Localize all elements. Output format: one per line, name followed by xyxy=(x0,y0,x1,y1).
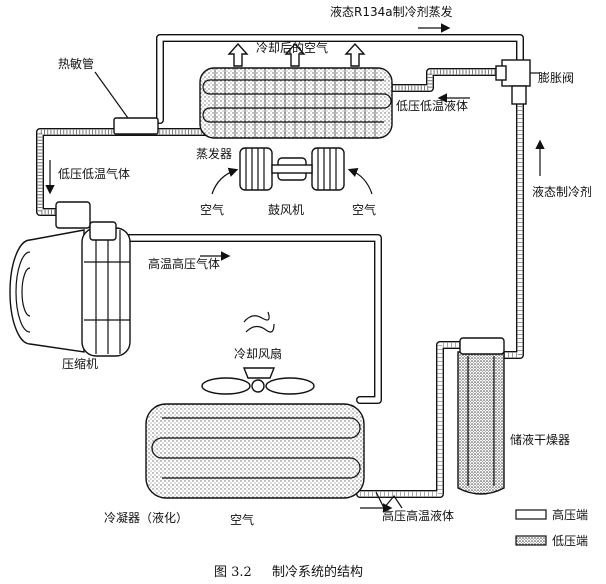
label-high-liquid: 高压高温液体 xyxy=(382,508,454,523)
label-air-left: 空气 xyxy=(200,202,224,217)
cooling-fan xyxy=(201,311,315,395)
legend-high-swatch xyxy=(515,509,547,520)
label-blower: 鼓风机 xyxy=(268,203,304,217)
label-thermo-tube: 热敏管 xyxy=(58,56,94,71)
evap-to-valve-pipe xyxy=(388,68,509,92)
label-liquid-r134a: 液态R134a制冷剂蒸发 xyxy=(330,4,453,19)
label-air-right: 空气 xyxy=(352,202,376,217)
thermo-bulb xyxy=(94,71,159,135)
label-receiver-drier: 储液干燥器 xyxy=(510,432,570,447)
label-condenser: 冷凝器（液化） xyxy=(104,510,188,525)
receiver-drier xyxy=(457,337,505,495)
label-evaporator: 蒸发器 xyxy=(196,146,232,161)
condenser-coil xyxy=(145,403,403,510)
air-in-arrows xyxy=(211,167,373,195)
legend-low-swatch xyxy=(515,535,547,546)
compressor xyxy=(9,201,131,357)
label-liquid-refrigerant: 液态制冷剂 xyxy=(532,184,592,199)
label-compressor: 压缩机 xyxy=(62,356,98,371)
legend: 高压端 低压端 xyxy=(515,507,588,548)
label-expansion-valve: 膨胀阀 xyxy=(538,71,574,85)
top-pipe xyxy=(156,34,524,124)
label-cooled-air: 冷却后的空气 xyxy=(256,40,328,55)
label-low-liquid: 低压低温液体 xyxy=(396,98,468,113)
figure-caption: 图 3.2 制冷系统的结构 xyxy=(214,564,363,580)
condenser-outlet-pipe xyxy=(356,341,464,498)
label-low-gas: 低压低温气体 xyxy=(58,166,130,181)
label-air-bottom: 空气 xyxy=(230,512,254,527)
caption-figure-no: 图 3.2 xyxy=(214,565,252,580)
legend-low-label: 低压端 xyxy=(552,534,588,548)
evaporator-coil xyxy=(199,67,393,139)
expansion-valve xyxy=(495,59,540,105)
blower xyxy=(239,147,345,191)
liquid-line xyxy=(500,96,524,359)
label-high-gas: 高温高压气体 xyxy=(148,256,220,271)
cooled-air-arrows xyxy=(227,42,366,67)
label-fan: 冷却风扇 xyxy=(234,346,282,361)
discharge-pipe xyxy=(111,234,382,404)
caption-title: 制冷系统的结构 xyxy=(272,564,363,580)
legend-high-label: 高压端 xyxy=(552,507,588,522)
